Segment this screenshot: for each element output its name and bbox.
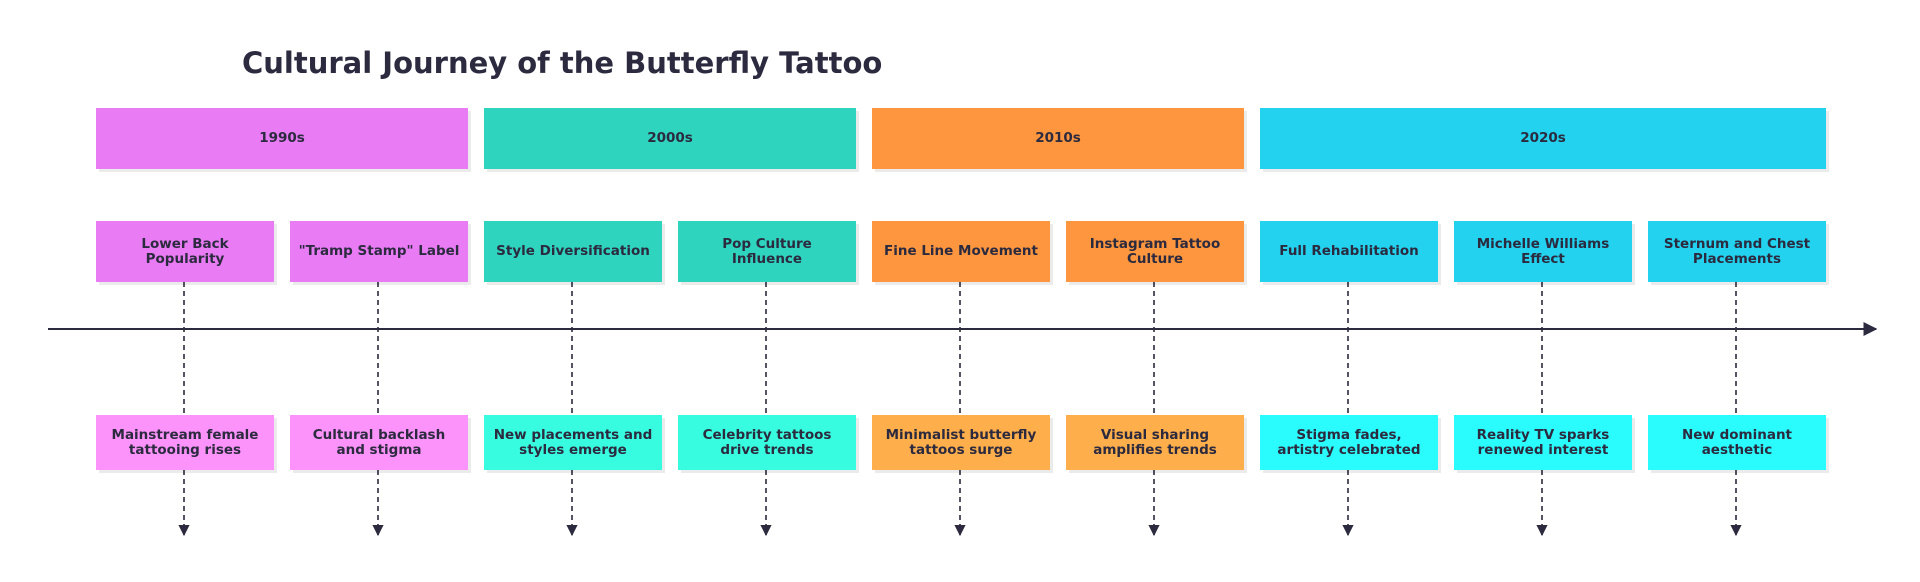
effect-box: Celebrity tattoos drive trends xyxy=(678,415,856,470)
effect-box: New placements and styles emerge xyxy=(484,415,662,470)
effect-box: Minimalist butterfly tattoos surge xyxy=(872,415,1050,470)
diagram-title: Cultural Journey of the Butterfly Tattoo xyxy=(242,46,883,80)
effect-box: Reality TV sparks renewed interest xyxy=(1454,415,1632,470)
effect-label: Visual sharing amplifies trends xyxy=(1093,426,1217,458)
event-box: "Tramp Stamp" Label xyxy=(290,221,468,282)
event-label: "Tramp Stamp" Label xyxy=(298,243,460,259)
event-box: Michelle Williams Effect xyxy=(1454,221,1632,282)
decade-label: 2010s xyxy=(1035,130,1081,146)
decade-header-2020s: 2020s xyxy=(1260,108,1826,169)
decade-header-1990s: 1990s xyxy=(96,108,468,169)
event-label: Style Diversification xyxy=(496,243,650,259)
event-label: Instagram Tattoo Culture xyxy=(1089,235,1221,267)
effect-label: New placements and styles emerge xyxy=(493,426,653,458)
decade-label: 2000s xyxy=(647,130,693,146)
effect-box: Mainstream female tattooing rises xyxy=(96,415,274,470)
effect-box: Stigma fades, artistry celebrated xyxy=(1260,415,1438,470)
decade-header-2010s: 2010s xyxy=(872,108,1244,169)
event-label: Pop Culture Influence xyxy=(722,235,812,267)
effect-label: Cultural backlash and stigma xyxy=(312,426,446,458)
decade-header-2000s: 2000s xyxy=(484,108,856,169)
event-box: Pop Culture Influence xyxy=(678,221,856,282)
event-label: Full Rehabilitation xyxy=(1279,243,1419,259)
effect-box: Cultural backlash and stigma xyxy=(290,415,468,470)
decade-label: 1990s xyxy=(259,130,305,146)
event-box: Instagram Tattoo Culture xyxy=(1066,221,1244,282)
decade-label: 2020s xyxy=(1520,130,1566,146)
event-box: Sternum and Chest Placements xyxy=(1648,221,1826,282)
event-label: Fine Line Movement xyxy=(884,243,1038,259)
event-box: Lower Back Popularity xyxy=(96,221,274,282)
effect-box: New dominant aesthetic xyxy=(1648,415,1826,470)
event-box: Style Diversification xyxy=(484,221,662,282)
event-box: Full Rehabilitation xyxy=(1260,221,1438,282)
event-label: Michelle Williams Effect xyxy=(1476,235,1610,267)
effect-label: Minimalist butterfly tattoos surge xyxy=(885,426,1037,458)
effect-label: Reality TV sparks renewed interest xyxy=(1476,426,1610,458)
effect-box: Visual sharing amplifies trends xyxy=(1066,415,1244,470)
event-label: Sternum and Chest Placements xyxy=(1663,235,1811,267)
effect-label: Stigma fades, artistry celebrated xyxy=(1277,426,1421,458)
effect-label: New dominant aesthetic xyxy=(1681,426,1793,458)
event-label: Lower Back Popularity xyxy=(141,235,229,267)
effect-label: Mainstream female tattooing rises xyxy=(111,426,259,458)
event-box: Fine Line Movement xyxy=(872,221,1050,282)
effect-label: Celebrity tattoos drive trends xyxy=(702,426,832,458)
